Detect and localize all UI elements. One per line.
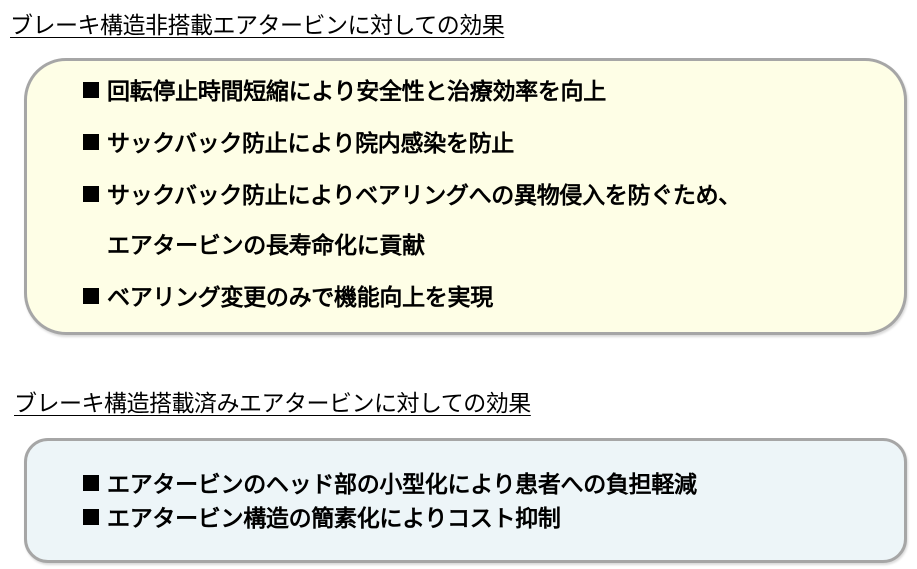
black-square-icon xyxy=(83,134,99,150)
effect-item-continuation: エアタービンの長寿命化に貢献 xyxy=(107,233,425,259)
black-square-icon xyxy=(83,475,99,491)
black-square-icon xyxy=(83,509,99,525)
section-title-brake-equipped: ブレーキ構造搭載済みエアタービンに対しての効果 xyxy=(14,391,531,417)
effects-box-non-brake: 回転停止時間短縮により安全性と治療効率を向上 サックバック防止により院内感染を防… xyxy=(24,58,907,335)
black-square-icon xyxy=(83,288,99,304)
effect-item: サックバック防止によりベアリングへの異物侵入を防ぐため、 xyxy=(83,181,741,211)
effect-item: サックバック防止により院内感染を防止 xyxy=(83,129,514,159)
effects-box-brake-equipped: エアタービンのヘッド部の小型化により患者への負担軽減 エアタービン構造の簡素化に… xyxy=(24,438,907,563)
effect-item: エアタービン構造の簡素化によりコスト抑制 xyxy=(83,504,561,534)
section-title-non-brake: ブレーキ構造非搭載エアタービンに対しての効果 xyxy=(10,13,505,39)
black-square-icon xyxy=(83,82,99,98)
effect-item: エアタービンのヘッド部の小型化により患者への負担軽減 xyxy=(83,470,697,500)
black-square-icon xyxy=(83,186,99,202)
effect-item: 回転停止時間短縮により安全性と治療効率を向上 xyxy=(83,77,606,107)
effect-item: ベアリング変更のみで機能向上を実現 xyxy=(83,283,493,313)
